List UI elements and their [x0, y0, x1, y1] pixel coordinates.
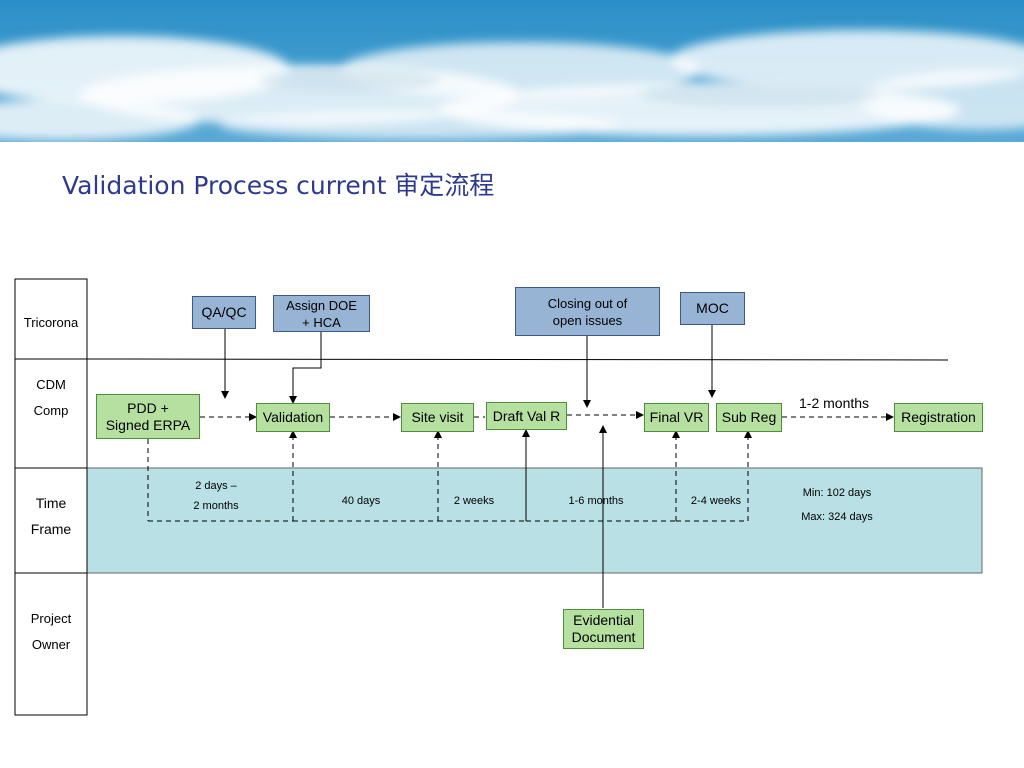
evidential-document-box: Evidential Document	[563, 609, 644, 649]
lane-cdm-comp: CDM Comp	[33, 377, 69, 418]
moc-box: MOC	[680, 292, 745, 325]
arrow-assign	[289, 332, 322, 404]
lane-project-owner: Project Owner	[30, 611, 72, 652]
sub-reg-box: Sub Reg	[716, 403, 782, 432]
duration-1-2months: 1-2 months	[799, 395, 870, 411]
duration-min: Min: 102 days	[802, 487, 872, 499]
sky-banner	[0, 0, 1024, 142]
duration-2-4weeks: 2-4 weeks	[690, 495, 742, 507]
duration-40days: 40 days	[341, 495, 381, 507]
duration-1-6months: 1-6 months	[568, 495, 624, 507]
duration-2weeks: 2 weeks	[453, 495, 495, 507]
draft-val-box: Draft Val R	[486, 402, 567, 430]
timeframe-band	[86, 467, 983, 574]
lane-time-frame: Time Frame	[30, 495, 72, 537]
validation-box: Validation	[256, 403, 330, 432]
registration-box: Registration	[894, 403, 983, 432]
lane-divider	[86, 358, 949, 361]
assign-doe-box: Assign DOE + HCA	[273, 295, 370, 332]
closing-issues-box: Closing out of open issues	[515, 287, 660, 336]
final-vr-box: Final VR	[644, 403, 709, 432]
lane-label-column	[14, 278, 88, 716]
site-visit-box: Site visit	[401, 403, 474, 432]
duration-max: Max: 324 days	[801, 511, 873, 523]
lane-tricorona: Tricorona	[23, 315, 79, 330]
slide-title: Validation Process current 审定流程	[62, 171, 495, 200]
duration-2days-2months: 2 days – 2 months	[193, 480, 239, 512]
pdd-erpa-box: PDD + Signed ERPA	[96, 394, 200, 439]
qaqc-box: QA/QC	[192, 296, 256, 329]
